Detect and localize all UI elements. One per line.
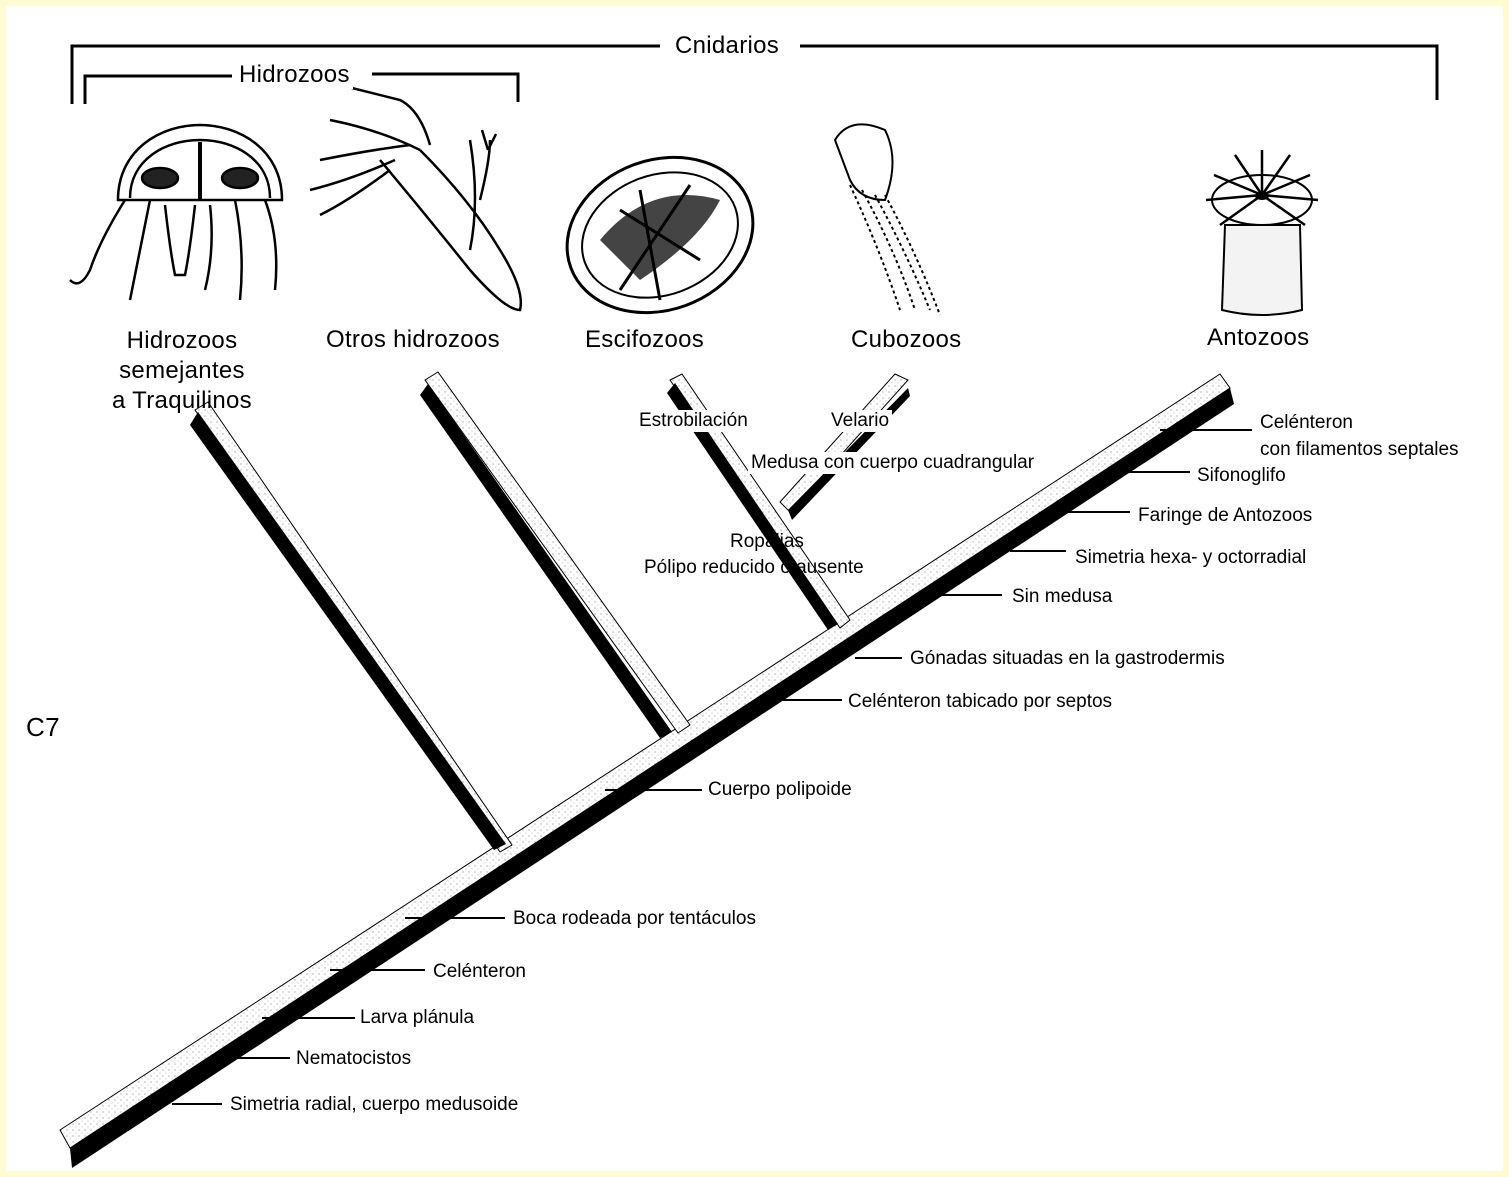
character-sin-medusa: Sin medusa <box>1012 586 1112 608</box>
character-sifonoglifo: Sifonoglifo <box>1197 465 1286 487</box>
character-cuerpo-polipoide: Cuerpo polipoide <box>708 779 852 801</box>
taxon-otros-hidrozoos: Otros hidrozoos <box>326 326 500 354</box>
character-larva-planula: Larva plánula <box>360 1007 474 1029</box>
antozoo-illustration <box>1206 150 1318 315</box>
taxon-line: a Traquilinos <box>94 386 270 416</box>
character-boca: Boca rodeada por tentáculos <box>513 908 756 930</box>
character-simetria-radial: Simetria radial, cuerpo medusoide <box>230 1094 518 1116</box>
cubozoo-illustration <box>835 124 940 315</box>
cnidarios-label: Cnidarios <box>672 32 782 60</box>
otro-hidrozoo-illustration <box>310 80 521 310</box>
hidrozoos-label: Hidrozoos <box>236 61 353 89</box>
escifozoo-illustration <box>545 132 775 338</box>
character-estrobilacion: Estrobilación <box>636 410 751 432</box>
taxon-cubozoos: Cubozoos <box>851 326 961 354</box>
branch-hidrozoos-traquilinos <box>190 402 512 852</box>
character-nematocistos: Nematocistos <box>296 1048 411 1070</box>
character-gonadas: Gónadas situadas en la gastrodermis <box>910 648 1225 670</box>
figure-label: C7 <box>26 712 60 743</box>
character-celenteron: Celénteron <box>433 961 526 983</box>
character-velario: Velario <box>828 410 892 432</box>
character-line: Celénteron <box>1260 409 1459 436</box>
branch-cubozoos <box>780 374 910 520</box>
character-celenteron-filamentos: Celénteron con filamentos septales <box>1260 409 1459 463</box>
taxon-hidrozoos-traquilinos: Hidrozoos semejantes a Traquilinos <box>94 326 270 416</box>
hidrozoo-medusa-illustration <box>70 125 282 300</box>
taxon-escifozoos: Escifozoos <box>585 326 704 354</box>
taxon-line: Hidrozoos <box>94 326 270 356</box>
character-celenteron-tabicado: Celénteron tabicado por septos <box>848 691 1112 713</box>
character-ropalias: Ropalias <box>730 531 804 553</box>
character-ticks <box>172 430 1252 1104</box>
character-faringe: Faringe de Antozoos <box>1138 505 1312 527</box>
main-trunk <box>60 374 1234 1168</box>
taxon-line: semejantes <box>94 356 270 386</box>
taxon-antozoos: Antozoos <box>1207 324 1309 352</box>
character-line: con filamentos septales <box>1260 436 1459 463</box>
character-polipo-reducido: Pólipo reducido o ausente <box>644 557 864 579</box>
character-simetria-hexa: Simetria hexa- y octorradial <box>1075 547 1306 569</box>
character-medusa-cuadrangular: Medusa con cuerpo cuadrangular <box>748 452 1037 474</box>
